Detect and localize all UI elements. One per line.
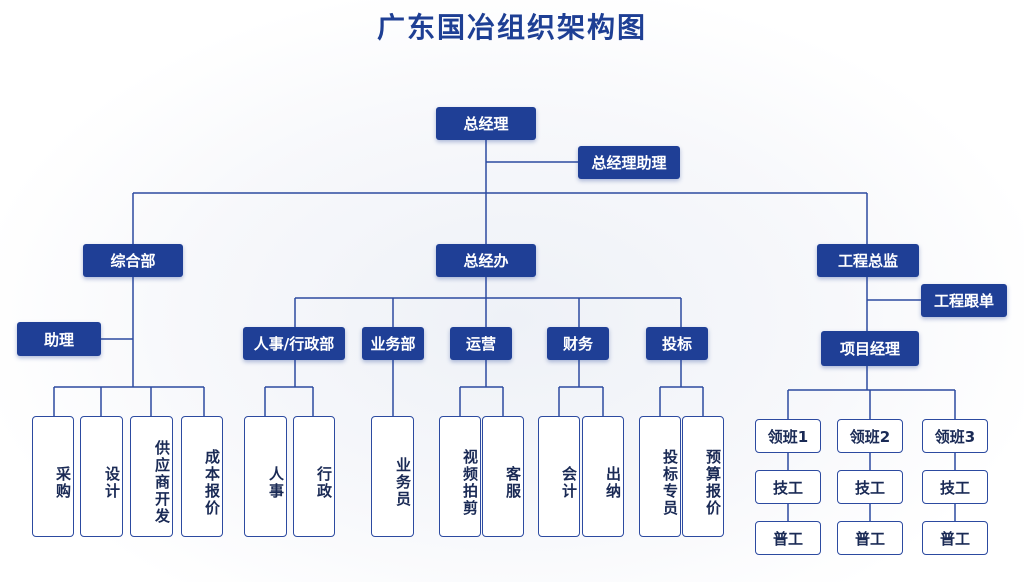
leaf-cost-quotation: 成本报价 [181,416,223,537]
node-bidding: 投标 [646,327,708,360]
node-engineering-follow-up: 工程跟单 [921,284,1007,317]
node-gm-assistant: 总经理助理 [578,146,680,179]
leaf-technician-3: 技工 [922,470,988,504]
leaf-budget-quotation: 预算报价 [682,416,724,537]
leaf-customer-service: 客服 [482,416,524,537]
leaf-supplier-development: 供应商开发 [130,416,173,537]
node-general-manager: 总经理 [436,107,536,140]
leaf-personnel: 人事 [244,416,287,537]
node-finance: 财务 [547,327,609,360]
node-engineering-director: 工程总监 [817,244,919,277]
leaf-salesperson: 业务员 [371,416,414,537]
node-gm-office: 总经办 [436,244,536,277]
node-general-dept: 综合部 [83,244,183,277]
page-title: 广东国冶组织架构图 [376,11,647,44]
leaf-video-editing: 视频拍剪 [439,416,481,537]
leaf-accountant: 会计 [538,416,580,537]
leaf-worker-3: 普工 [922,521,988,555]
leaf-foreman-1: 领班1 [755,419,821,453]
leaf-worker-1: 普工 [755,521,821,555]
node-operations: 运营 [450,327,512,360]
leaf-administration: 行政 [293,416,335,537]
leaf-technician-2: 技工 [837,470,903,504]
leaf-worker-2: 普工 [837,521,903,555]
leaf-cashier: 出纳 [582,416,624,537]
leaf-bid-specialist: 投标专员 [639,416,681,537]
leaf-technician-1: 技工 [755,470,821,504]
node-project-manager: 项目经理 [821,331,919,366]
node-hr-admin-dept: 人事/行政部 [243,327,345,360]
leaf-design: 设计 [80,416,123,537]
node-business-dept: 业务部 [362,327,424,360]
leaf-foreman-3: 领班3 [922,419,988,453]
node-assistant: 助理 [17,322,101,356]
leaf-foreman-2: 领班2 [837,419,903,453]
leaf-procurement: 采购 [32,416,74,537]
